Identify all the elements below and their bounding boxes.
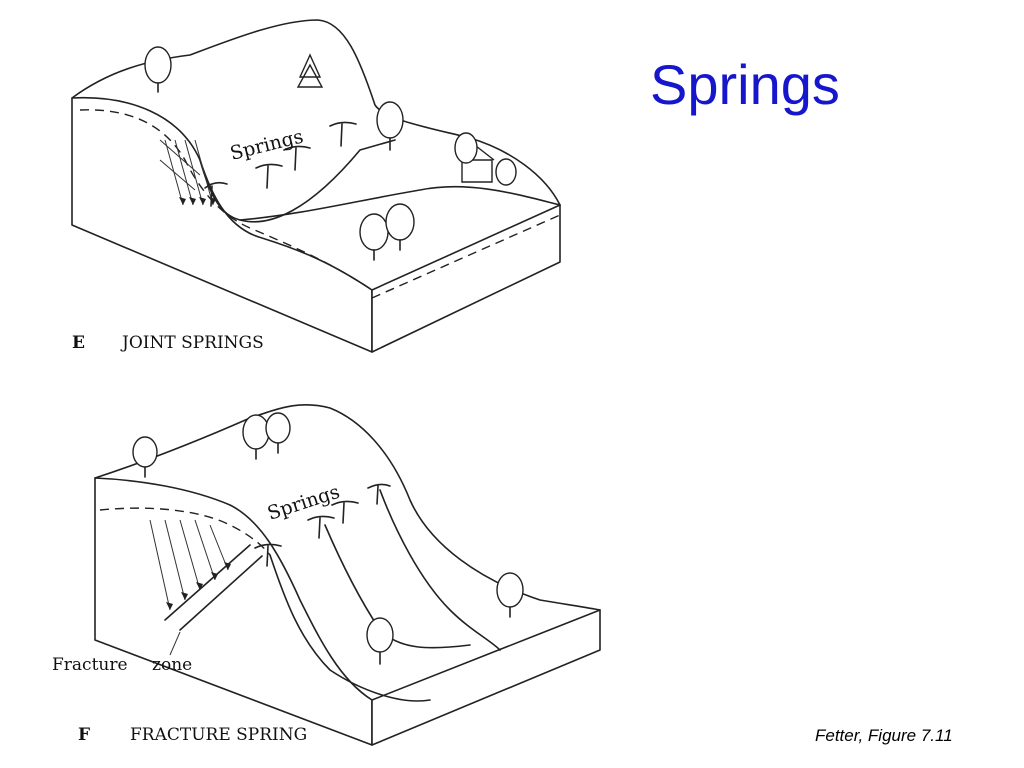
joint-springs-outlets [204,121,357,207]
fracture-stream [269,554,431,702]
joint-flow-arrows [159,139,216,206]
slide-title: Springs [650,53,840,116]
figure-f-letter: F [78,725,90,745]
fracture-spring-block-diagram: Springs Fracture zone F FRACTURE SPRING [52,403,601,746]
tree-icon [376,101,404,151]
fracture-spring-front-face [94,477,373,746]
fracture-springs-label: Springs [265,481,343,525]
fracture-springs-outlets [254,483,391,567]
fracture-flow-arrows [149,519,231,611]
tree-icon [242,412,291,460]
fracture-zone [164,544,263,631]
fracture-spring-right-face [371,609,601,746]
tree-icon [359,203,415,261]
tree-icon [454,132,517,186]
fracture-zone-leader [169,631,181,656]
joint-springs-top-surface [71,19,561,206]
fracture-label: Fracture [52,655,128,675]
tree-icon [132,436,158,478]
joint-springs-block-diagram: Springs E JOINT SPRINGS [71,19,561,353]
tree-icon [296,53,324,88]
figure-citation: Fetter, Figure 7.11 [815,726,953,745]
zone-label: zone [152,655,192,675]
fracture-spring-top-surface [94,403,601,611]
figure-e-letter: E [72,333,85,353]
tree-icon [366,617,394,665]
tree-icon [496,572,524,618]
fracture-spring-water-table [99,507,271,556]
joint-springs-right-face [371,204,561,353]
tree-icon [144,46,172,93]
figure-e-caption: JOINT SPRINGS [120,333,264,353]
joint-springs-label: Springs [228,125,306,164]
joint-springs-front-face [71,96,373,353]
figure-f-caption: FRACTURE SPRING [130,725,307,745]
